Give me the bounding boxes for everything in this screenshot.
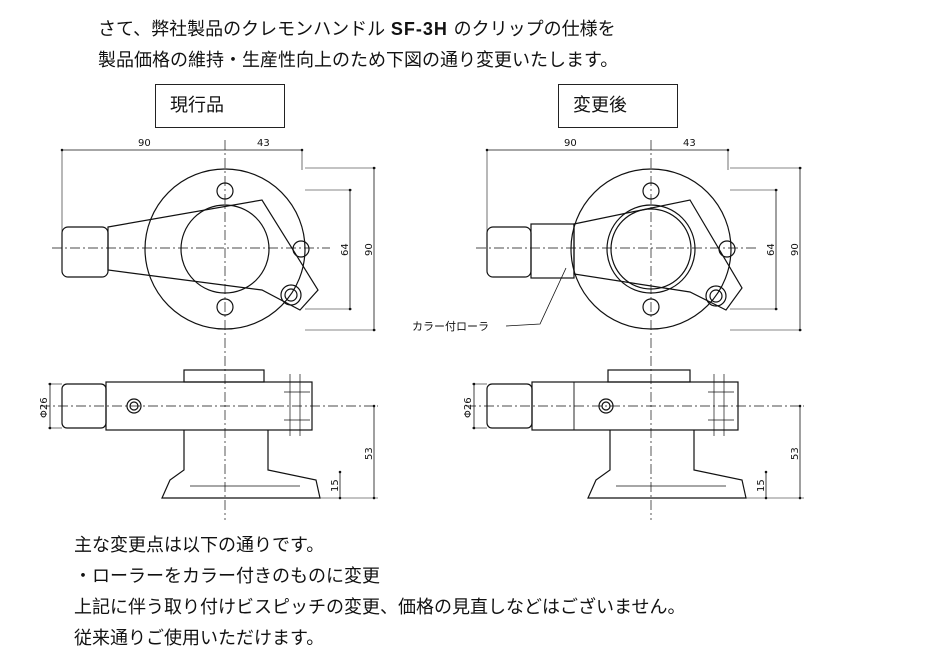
dim-height-side-current: 53: [364, 447, 375, 460]
intro-line-1-post: のクリップの仕様を: [453, 19, 616, 40]
drawing-current: [40, 140, 378, 520]
notes-line-1: 主な変更点は以下の通りです。: [74, 535, 325, 556]
dim-width-right-new: 43: [683, 138, 696, 149]
top-view-new: [476, 140, 802, 520]
side-view-new: [466, 369, 804, 500]
notes-line-4: 従来通りご使用いただけます。: [74, 628, 325, 649]
dim-width-left-current: 90: [138, 138, 151, 149]
notes-line-2: ・ローラーをカラー付きのものに変更: [74, 566, 380, 587]
intro-line-1: さて、弊社製品のクレモンハンドル SF-3H のクリップの仕様を: [98, 14, 618, 45]
callout-collar-roller: カラー付ローラ: [412, 320, 489, 333]
top-view-current: [52, 140, 376, 520]
intro-line-2: 製品価格の維持・生産性向上のため下図の通り変更いたします。: [98, 50, 619, 71]
dim-height-outer-current: 90: [364, 243, 375, 256]
intro-text: さて、弊社製品のクレモンハンドル SF-3H のクリップの仕様を 製品価格の維持…: [98, 14, 618, 76]
dim-height-inner-new: 64: [766, 243, 777, 256]
notes-line-3: 上記に伴う取り付けビスピッチの変更、価格の見直しなどはございません。: [74, 597, 686, 618]
label-changed-product: 変更後: [558, 84, 678, 128]
drawing-new: [466, 140, 804, 520]
change-notes: 主な変更点は以下の通りです。 ・ローラーをカラー付きのものに変更 上記に伴う取り…: [74, 530, 685, 654]
label-current-product: 現行品: [155, 84, 285, 128]
dim-diameter-new: Φ26: [463, 397, 474, 418]
product-code: SF-3H: [390, 19, 448, 39]
dim-diameter-current: Φ26: [39, 397, 50, 418]
dim-width-right-current: 43: [257, 138, 270, 149]
dim-height-inner-current: 64: [340, 243, 351, 256]
dim-width-left-new: 90: [564, 138, 577, 149]
dim-base-new: 15: [756, 479, 767, 492]
dim-base-current: 15: [330, 479, 341, 492]
dim-height-outer-new: 90: [790, 243, 801, 256]
side-view-current: [40, 369, 378, 500]
intro-line-1-pre: さて、弊社製品のクレモンハンドル: [98, 19, 386, 40]
dim-height-side-new: 53: [790, 447, 801, 460]
